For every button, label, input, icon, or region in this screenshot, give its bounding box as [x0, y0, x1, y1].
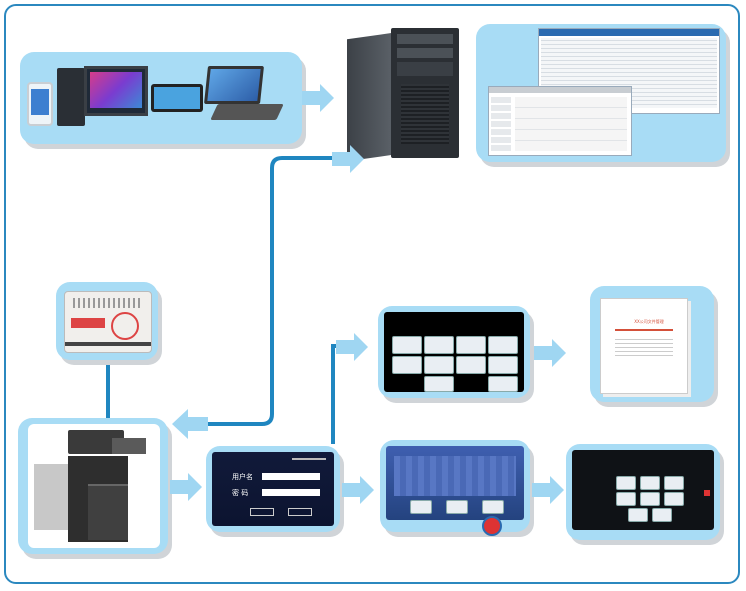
arrow-scan-to-function — [532, 476, 564, 504]
copy-menu-screen — [384, 312, 524, 392]
laptop-icon — [204, 66, 264, 104]
outer-frame — [4, 4, 740, 584]
login-button[interactable] — [250, 508, 274, 516]
rfid-icon — [111, 312, 139, 340]
scan-panel — [380, 440, 530, 536]
login-screen: 用户名 密 码 — [212, 452, 334, 526]
arrow-line-to-server — [332, 145, 364, 173]
function-menu-panel — [566, 444, 720, 540]
copy-menu-panel — [378, 306, 530, 398]
arrow-server-to-mfp — [172, 409, 208, 439]
arrow-copy-to-document — [534, 339, 566, 367]
smartphone-icon — [27, 82, 53, 126]
login-panel: 用户名 密 码 — [206, 446, 340, 532]
laptop-base-icon — [210, 104, 284, 120]
arrow-devices-to-server — [302, 84, 334, 112]
line-mfp-to-server — [206, 156, 336, 426]
arrow-mfp-to-login — [170, 473, 202, 501]
password-input[interactable] — [262, 489, 320, 496]
management-screenshot-front — [488, 86, 632, 156]
document-panel — [590, 286, 714, 402]
password-label: 密 码 — [232, 489, 249, 497]
tablet-icon — [151, 84, 203, 112]
card-reader-icon — [64, 291, 152, 353]
scan-screen — [386, 446, 524, 520]
card-reader-label — [71, 318, 105, 328]
server-icon — [347, 28, 459, 162]
web-management-panel — [476, 24, 726, 162]
card-reader-panel — [56, 282, 158, 360]
desktop-pc-icon — [57, 68, 85, 126]
username-label: 用户名 — [232, 473, 253, 481]
mfp-icon — [28, 424, 160, 548]
start-button-icon — [482, 516, 502, 536]
monitor-icon — [84, 66, 148, 116]
function-menu-screen — [572, 450, 714, 530]
client-devices-panel — [20, 52, 302, 144]
printed-document-icon — [600, 298, 688, 394]
arrow-line-to-copy — [336, 333, 368, 361]
username-input[interactable] — [262, 473, 320, 480]
document-title: XX公司文件管理 — [634, 319, 664, 324]
arrow-login-to-scan — [342, 476, 374, 504]
cancel-button[interactable] — [288, 508, 312, 516]
mfp-panel — [18, 418, 168, 554]
